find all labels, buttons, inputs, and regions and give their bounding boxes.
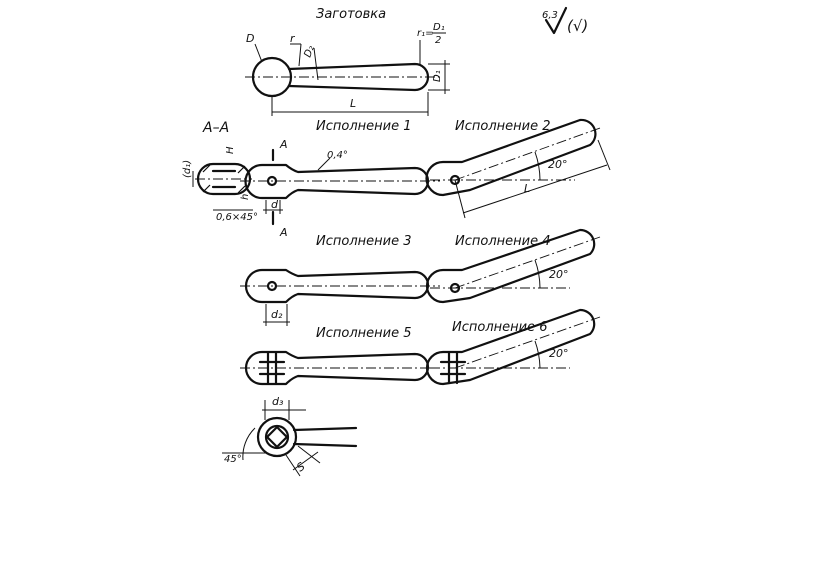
dim-D1: D₁ bbox=[432, 70, 443, 82]
variant-5-lever bbox=[244, 350, 430, 386]
dim-L: L bbox=[350, 97, 356, 110]
variant-1-title: Исполнение 1 bbox=[316, 119, 411, 134]
roughness-check-icon bbox=[544, 6, 568, 35]
variant-4-title: Исполнение 4 bbox=[455, 234, 550, 249]
variant-2-L: L bbox=[524, 182, 530, 195]
dim-r1-left: r₁= bbox=[417, 28, 434, 39]
variant-1-lever bbox=[244, 163, 430, 200]
variant-3-view: Исполнение 3 d₂ bbox=[240, 234, 440, 326]
variant-3-title: Исполнение 3 bbox=[316, 234, 411, 249]
dim-D-leader bbox=[254, 43, 263, 63]
hatch-2 bbox=[202, 184, 211, 193]
variant-2-angle: 20° bbox=[548, 158, 568, 171]
socket-handle bbox=[292, 426, 358, 448]
dim-d2: d₂ bbox=[271, 308, 283, 321]
roughness-paren: (√) bbox=[567, 17, 588, 35]
hatch-3 bbox=[237, 165, 246, 174]
variant-2-axis-incl bbox=[454, 127, 601, 181]
variant-6-axis-incl bbox=[454, 316, 601, 369]
dim-S: S bbox=[294, 460, 307, 475]
dim-D2: D₂ bbox=[302, 44, 316, 59]
dim-D: D bbox=[246, 32, 254, 45]
section-aa-shape bbox=[196, 162, 252, 196]
variant-2-L-ext1 bbox=[454, 179, 466, 219]
section-aa-title: А–А bbox=[202, 120, 229, 136]
dim-r-leader-2 bbox=[298, 43, 302, 67]
variant-6-lever bbox=[425, 308, 596, 386]
variant-4-lever bbox=[425, 228, 596, 304]
variant-4-view: Исполнение 4 20° bbox=[425, 228, 601, 304]
cut-a-top: А bbox=[279, 138, 288, 151]
section-aa: А–А (d₁) 0,6×45° bbox=[182, 120, 258, 223]
variant-6-angle-arc bbox=[534, 340, 541, 369]
variant-4-angle: 20° bbox=[549, 268, 569, 281]
dim-r1-den: 2 bbox=[435, 35, 441, 46]
variant-6-angle: 20° bbox=[549, 347, 569, 360]
dim-S-line bbox=[292, 451, 319, 471]
roughness-mark: 6,3 (√) bbox=[542, 6, 588, 35]
dim-D2-line bbox=[313, 47, 319, 81]
variant-6-title: Исполнение 6 bbox=[452, 320, 547, 335]
socket-detail: d₃ 45° S bbox=[222, 395, 358, 477]
dim-45: 45° bbox=[224, 454, 242, 465]
dim-taper: 0,4° bbox=[327, 150, 348, 161]
variant-2-lever bbox=[425, 118, 597, 197]
dim-d: d bbox=[271, 198, 279, 211]
dim-H: H bbox=[225, 146, 236, 154]
variant-5-view: Исполнение 5 bbox=[240, 326, 440, 386]
dim-S-ext1 bbox=[285, 454, 301, 477]
variant-3-lever bbox=[244, 268, 430, 304]
hatch-1 bbox=[202, 164, 211, 173]
variant-5-title: Исполнение 5 bbox=[316, 326, 411, 341]
dim-d1: (d₁) bbox=[182, 160, 193, 178]
dim-45-arc bbox=[242, 427, 256, 461]
hatch-4 bbox=[237, 185, 246, 194]
dim-S-ext2 bbox=[297, 445, 321, 464]
variant-1-view: Исполнение 1 А А 0,4° H h d bbox=[225, 119, 440, 239]
variant-6-view: Исполнение 6 20° bbox=[425, 308, 601, 386]
blank-view: Заготовка D r D₂ r₁= D₁ 2 D₁ L bbox=[245, 7, 450, 116]
dim-h: h bbox=[240, 194, 251, 200]
blank-title: Заготовка bbox=[316, 7, 386, 22]
dim-r1-num: D₁ bbox=[433, 22, 445, 33]
variant-2-L-ext2 bbox=[597, 139, 611, 171]
cut-a-bottom: А bbox=[279, 226, 288, 239]
roughness-value: 6,3 bbox=[542, 10, 558, 21]
variant-2-angle-arc bbox=[534, 151, 541, 181]
socket-square bbox=[266, 426, 288, 448]
variant-2-L-line bbox=[462, 164, 608, 214]
variant-2-title: Исполнение 2 bbox=[455, 119, 550, 134]
variant-2-view: Исполнение 2 20° L bbox=[425, 118, 611, 219]
socket-outer bbox=[256, 416, 298, 458]
dim-r: r bbox=[290, 32, 296, 45]
dim-d3: d₃ bbox=[272, 395, 284, 408]
variant-4-angle-arc bbox=[534, 259, 541, 289]
variant-4-axis-incl bbox=[454, 236, 601, 289]
dim-chamfer: 0,6×45° bbox=[216, 212, 258, 223]
dim-taper-leader bbox=[317, 157, 331, 171]
socket-inner bbox=[264, 424, 290, 450]
